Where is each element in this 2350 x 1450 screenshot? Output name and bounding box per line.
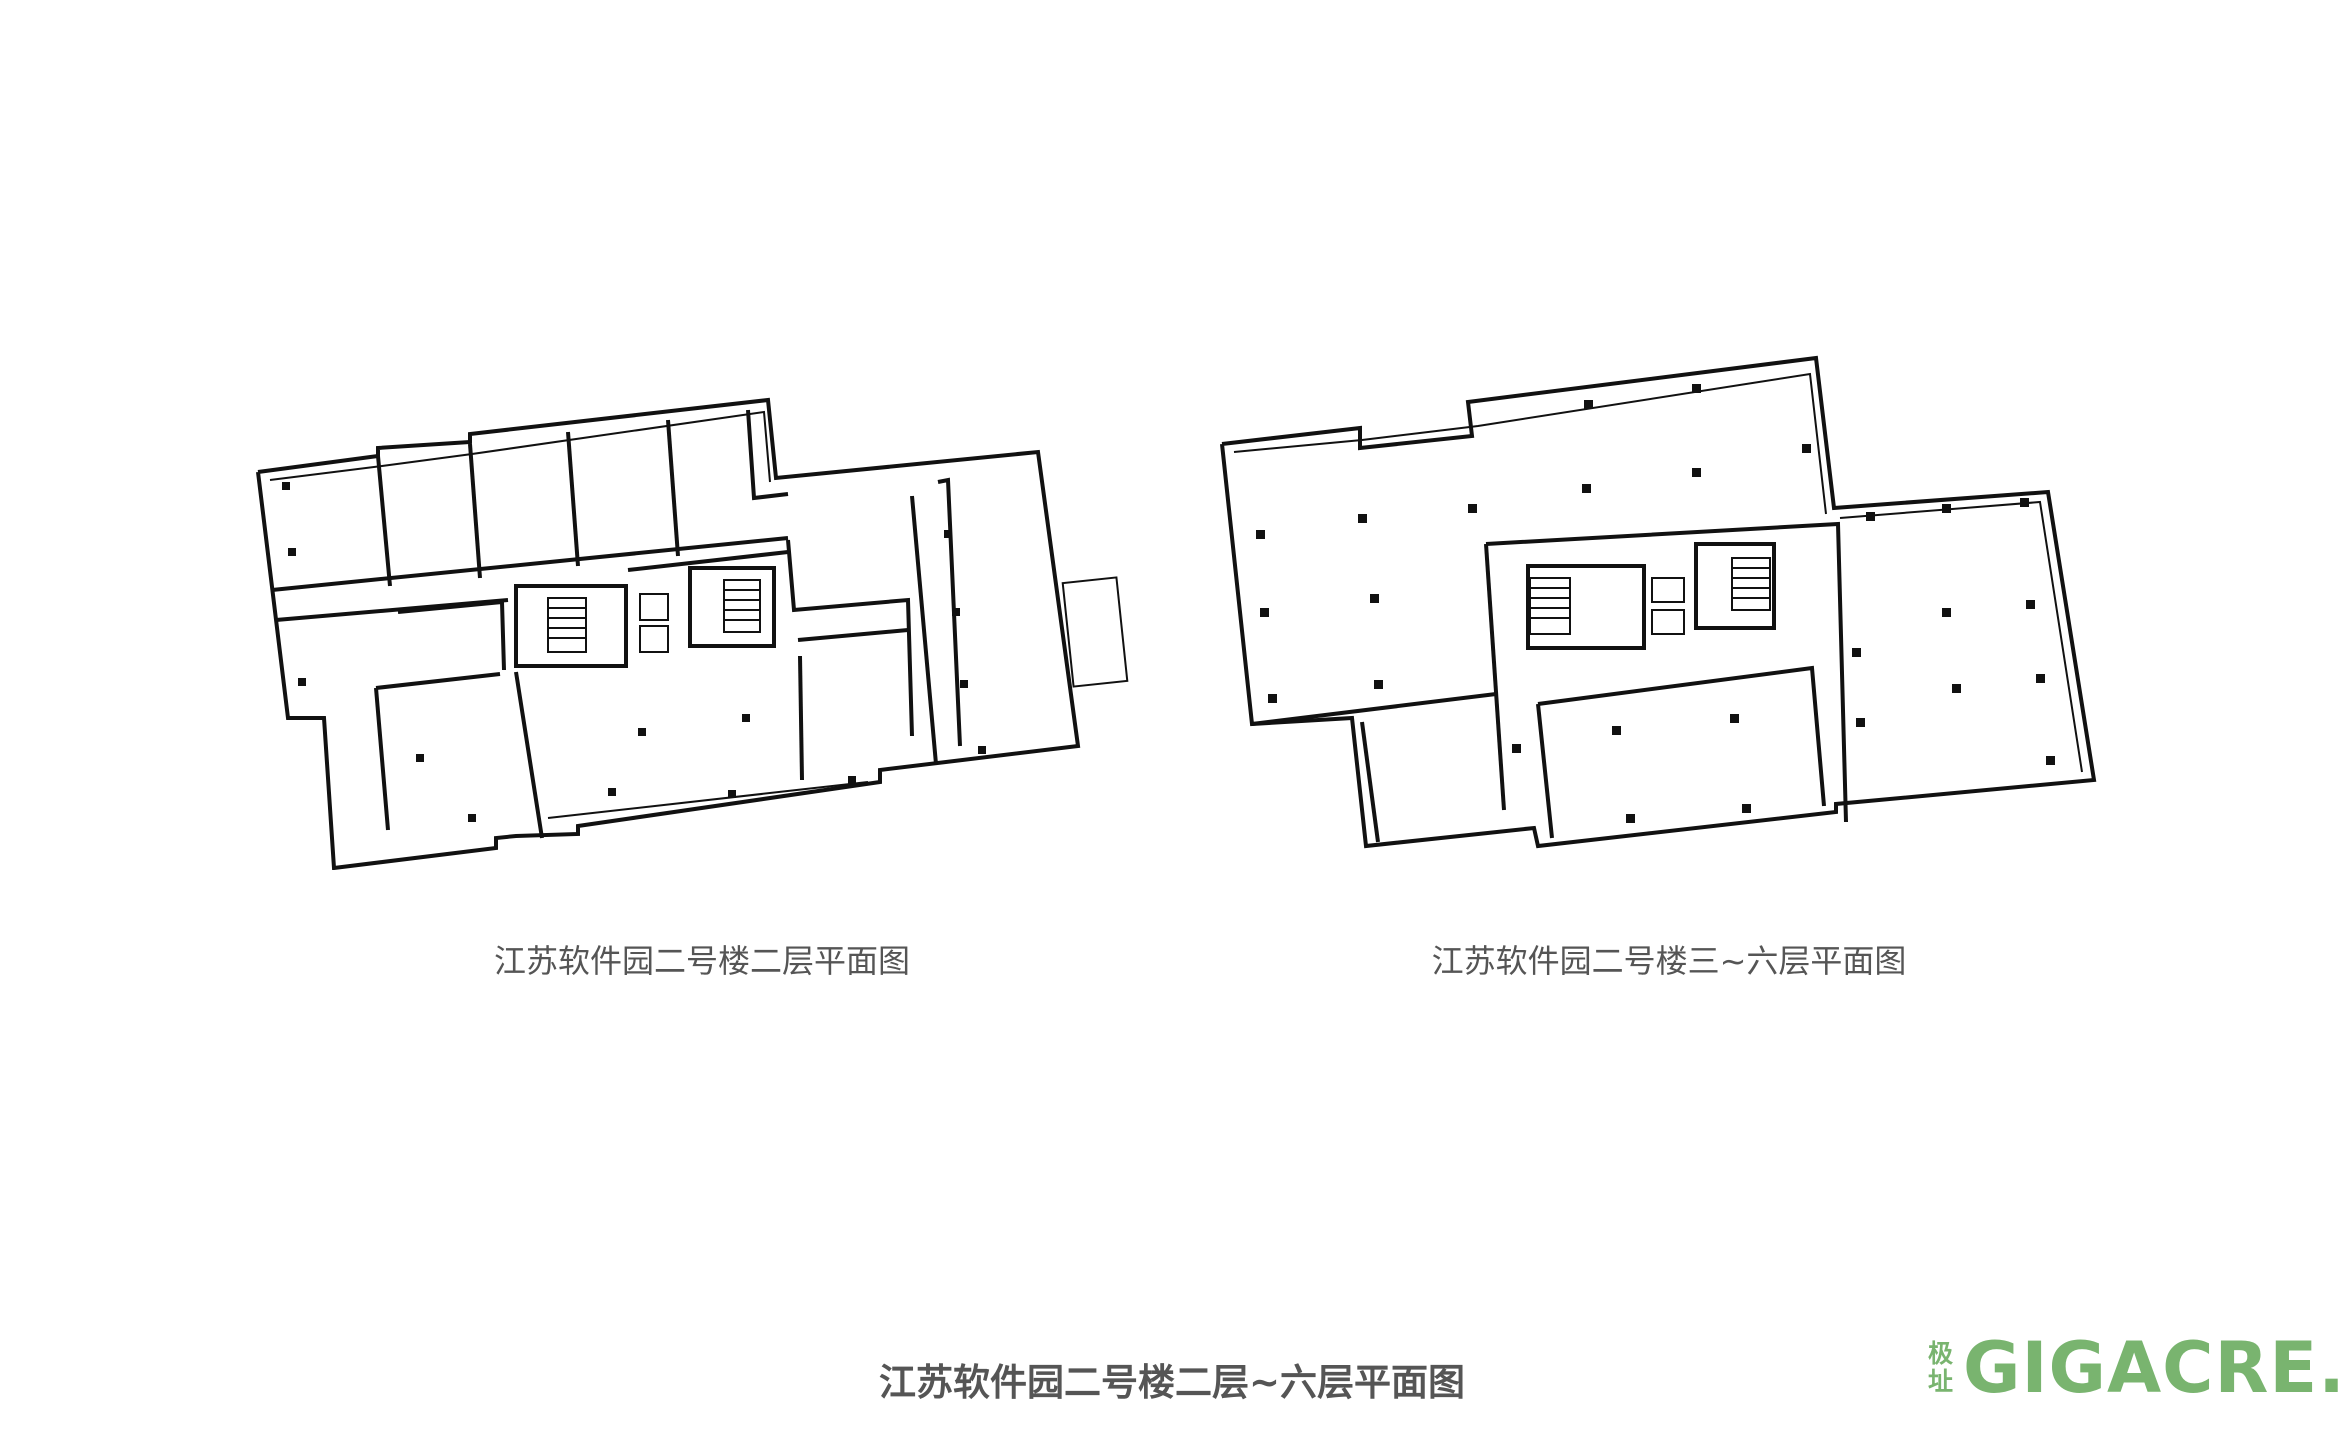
caption-3-6f: 江苏软件园二号楼三~六层平面图 <box>1431 942 1907 980</box>
logo-chinese-bottom: 址 <box>1928 1367 1954 1396</box>
floor-plan-3-6f <box>1212 348 2132 868</box>
floor-plan-3-6f-drawing <box>1220 355 2097 849</box>
gigacre-logo: 极 址 GIGACRE. <box>1928 1332 2346 1404</box>
floor-plan-2f-drawing <box>256 397 1129 870</box>
logo-chinese-top: 极 <box>1928 1339 1954 1368</box>
page-title: 江苏软件园二号楼二层~六层平面图 <box>878 1361 1466 1404</box>
floor-plan-2f <box>248 390 1168 870</box>
logo-chinese: 极 址 <box>1928 1340 1953 1396</box>
caption-2f: 江苏软件园二号楼二层平面图 <box>493 942 911 980</box>
logo-wordmark: GIGACRE. <box>1963 1327 2346 1409</box>
